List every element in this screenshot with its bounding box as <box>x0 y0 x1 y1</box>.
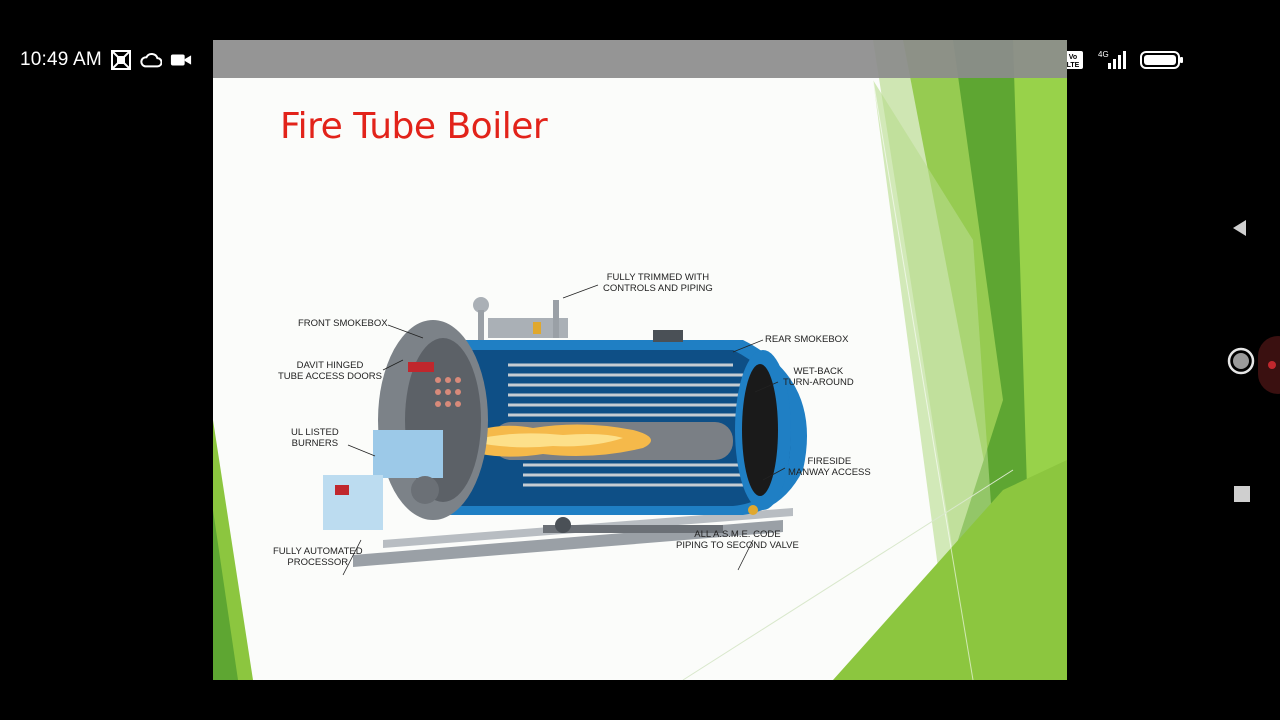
boiler-diagram: FULLY TRIMMED WITH CONTROLS AND PIPING F… <box>263 270 883 590</box>
label-line: CONTROLS AND PIPING <box>603 283 713 294</box>
svg-text:LTE: LTE <box>1067 62 1080 69</box>
label-line: WET-BACK <box>793 366 844 377</box>
slide-background-shapes <box>213 40 1067 680</box>
boiler-illustration <box>323 284 807 576</box>
label-front-smokebox: FRONT SMOKEBOX <box>298 318 388 329</box>
home-circle-icon <box>1227 347 1255 375</box>
slide-title: Fire Tube Boiler <box>280 106 548 147</box>
battery-icon <box>1140 49 1184 71</box>
gallery-icon <box>110 49 132 71</box>
label-line: ALL A.S.M.E. CODE <box>694 529 781 540</box>
nav-back-button[interactable] <box>1226 214 1254 242</box>
status-time: 10:49 AM <box>20 49 102 70</box>
nav-home-button[interactable] <box>1224 344 1258 378</box>
svg-text:Vo: Vo <box>1069 54 1077 61</box>
screen-record-bubble[interactable] <box>1258 336 1280 394</box>
label-line: FRONT SMOKEBOX <box>298 318 388 329</box>
label-fully-trimmed: FULLY TRIMMED WITH CONTROLS AND PIPING <box>603 272 713 294</box>
recents-square-icon <box>1234 486 1250 502</box>
label-rear-smokebox: REAR SMOKEBOX <box>765 334 848 345</box>
svg-text:4G: 4G <box>1098 50 1109 59</box>
label-line: REAR SMOKEBOX <box>765 334 849 345</box>
nav-recents-button[interactable] <box>1228 480 1256 508</box>
label-line: MANWAY ACCESS <box>788 467 871 478</box>
label-line: UL LISTED <box>291 427 339 438</box>
label-line: FIRESIDE <box>807 456 852 467</box>
record-dot-icon <box>1268 361 1276 369</box>
label-line: FULLY TRIMMED WITH <box>606 272 710 283</box>
back-triangle-icon <box>1233 220 1246 236</box>
slide-top-bar <box>213 40 1067 78</box>
signal-4g-icon: 4G <box>1094 49 1130 71</box>
label-line: TUBE ACCESS DOORS <box>278 371 382 382</box>
label-processor: FULLY AUTOMATED PROCESSOR <box>273 546 363 568</box>
label-line: BURNERS <box>291 438 339 449</box>
label-line: PIPING TO SECOND VALVE <box>676 540 799 551</box>
label-wet-back: WET-BACK TURN-AROUND <box>783 366 854 388</box>
label-asme: ALL A.S.M.E. CODE PIPING TO SECOND VALVE <box>676 529 799 551</box>
cloud-icon <box>140 49 162 71</box>
video-camera-icon <box>170 49 192 71</box>
label-line: PROCESSOR <box>287 557 349 568</box>
label-line: TURN-AROUND <box>783 377 854 388</box>
status-bar-left: 10:49 AM <box>20 46 192 74</box>
label-ul-listed: UL LISTED BURNERS <box>291 427 339 449</box>
presentation-slide: Fire Tube Boiler <box>213 40 1067 680</box>
label-line: FULLY AUTOMATED <box>273 546 363 557</box>
label-fireside: FIRESIDE MANWAY ACCESS <box>788 456 871 478</box>
label-line: DAVIT HINGED <box>296 360 364 371</box>
label-davit-hinged: DAVIT HINGED TUBE ACCESS DOORS <box>278 360 382 382</box>
